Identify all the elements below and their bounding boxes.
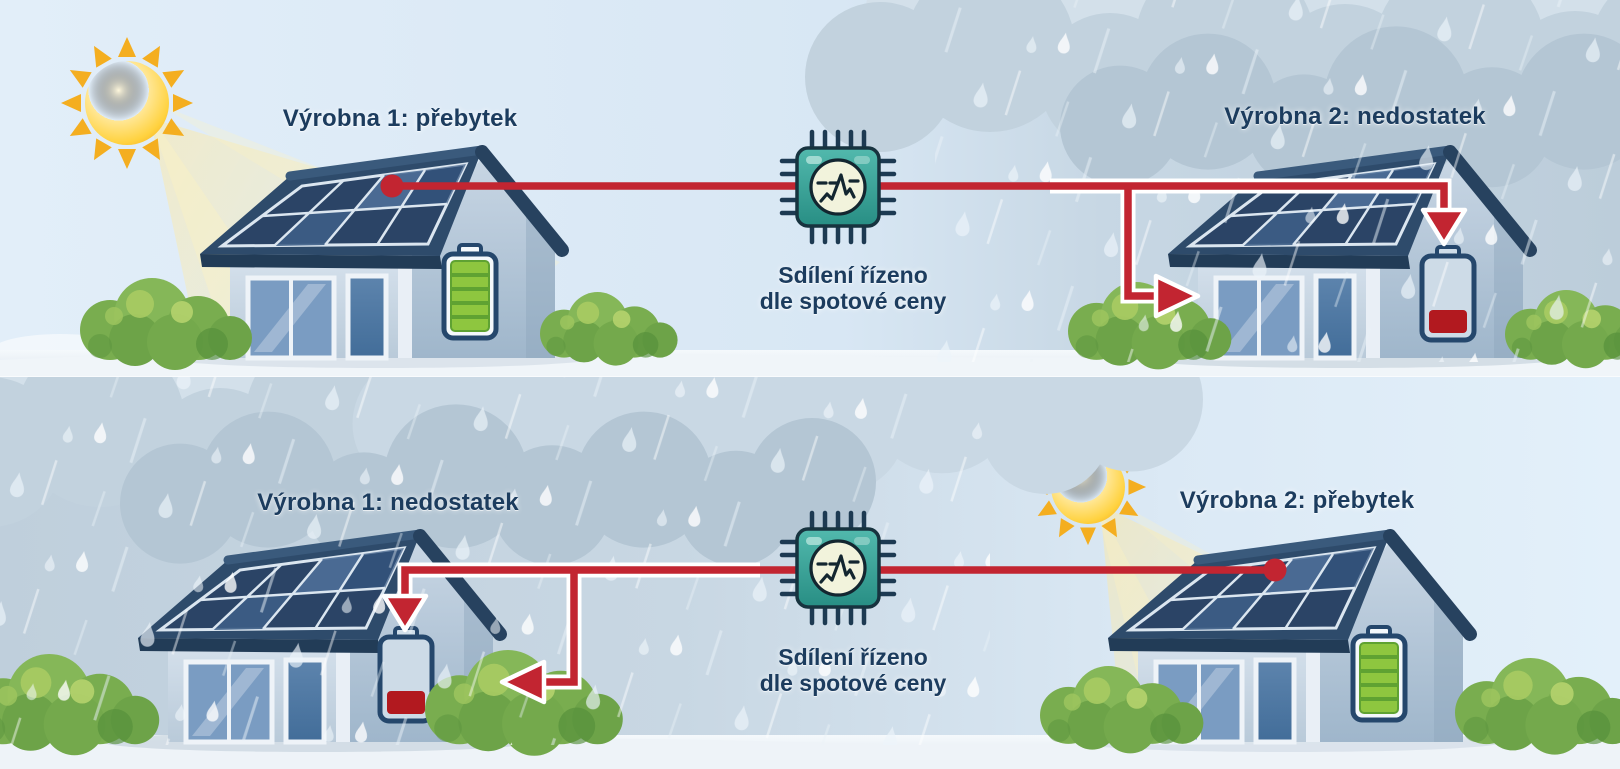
arrow-left-into-house-bottom bbox=[499, 659, 547, 705]
flow-source-dot-bottom bbox=[1263, 558, 1287, 582]
flow-line-branch-bottom bbox=[542, 570, 578, 686]
house-label-top-right: Výrobna 2: nedostatek bbox=[1224, 103, 1486, 130]
panel-bottom-scene bbox=[0, 377, 1620, 769]
hub-caption-bottom-line2: dle spotové ceny bbox=[759, 670, 947, 696]
hub-caption-top-line2: dle spotové ceny bbox=[759, 288, 947, 314]
house-label-bottom-left: Výrobna 1: nedostatek bbox=[257, 489, 519, 516]
flow-source-dot-top bbox=[380, 174, 404, 198]
arrow-down-into-battery-bottom bbox=[381, 593, 429, 633]
arrow-right-into-house-top bbox=[1153, 273, 1201, 319]
panel-top-scene bbox=[0, 0, 1620, 377]
hub-caption-bottom: Sdílení řízeno dle spotové ceny bbox=[760, 644, 947, 696]
flow-line-main-top bbox=[392, 182, 1448, 212]
house-label-bottom-right: Výrobna 2: přebytek bbox=[1179, 487, 1415, 514]
energy-flow-bottom bbox=[381, 558, 1287, 705]
house-label-top-left: Výrobna 1: přebytek bbox=[282, 105, 518, 132]
battery-full-icon-top-left bbox=[444, 245, 496, 338]
flow-line-main-bottom bbox=[401, 566, 1275, 598]
hub-caption-top-line1: Sdílení řízeno bbox=[778, 262, 928, 288]
energy-flow-top bbox=[380, 174, 1468, 319]
flow-line-branch-top bbox=[1124, 186, 1158, 300]
hub-caption-top: Sdílení řízeno dle spotové ceny bbox=[760, 262, 947, 314]
hub-caption-bottom-line1: Sdílení řízeno bbox=[778, 644, 928, 670]
battery-full-icon-bottom-right bbox=[1353, 627, 1405, 720]
arrow-down-into-battery-top bbox=[1420, 207, 1468, 247]
